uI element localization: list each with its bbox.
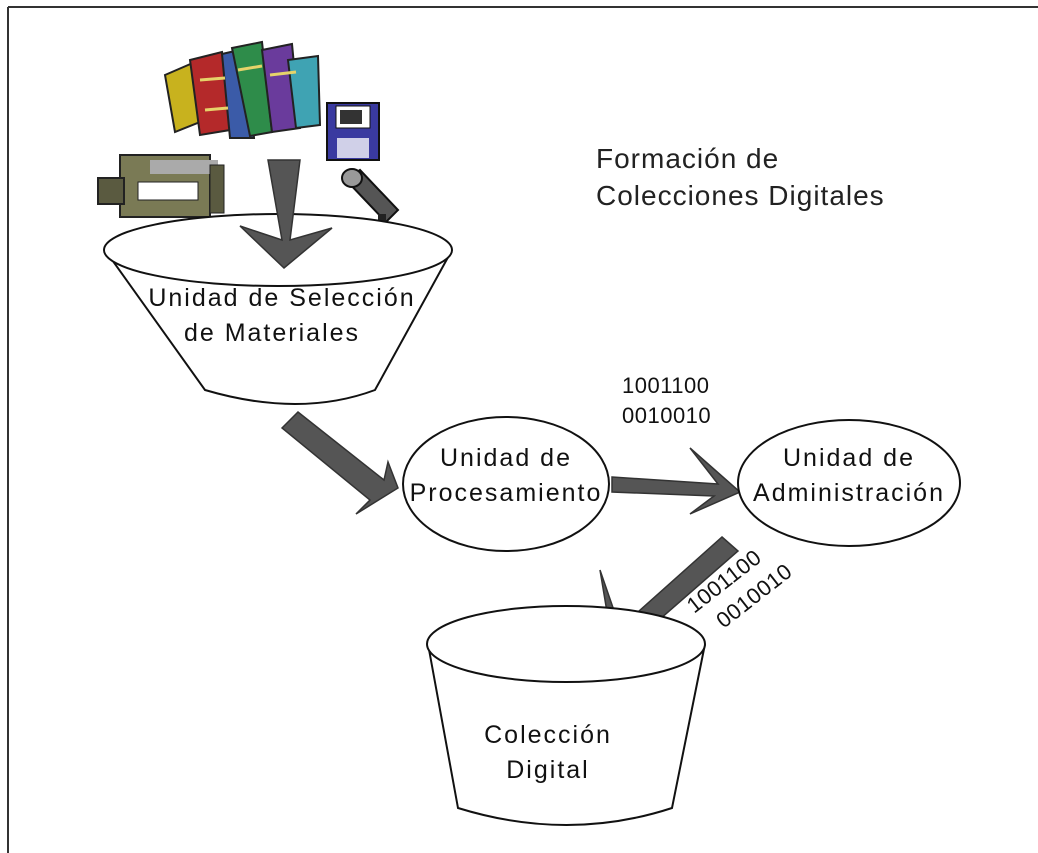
input-arrow [239,159,333,270]
selection-label-line1: Unidad de Selección [148,284,415,312]
collection-label-line1: Colección [484,721,612,749]
administration-node [737,419,961,547]
administration-label-line2: Administración [753,479,945,507]
administration-label-line1: Unidad de [783,444,915,472]
diagram-title-line2: Colecciones Digitales [596,180,885,211]
processing-label-line1: Unidad de [440,444,572,472]
arrow-processing-to-administration [611,447,742,515]
collection-bucket [426,605,706,826]
selection-funnel [103,213,453,405]
frame [7,6,1038,853]
arrow-selection-to-processing [280,410,399,515]
collection-label-line2: Digital [506,756,589,784]
binary-upper-line2: 0010010 [622,403,711,428]
selection-label-line2: de Materiales [184,319,360,347]
processing-label-line2: Procesamiento [410,479,603,507]
binary-upper-line1: 1001100 [622,373,710,398]
diagram-title-line1: Formación de [596,143,779,174]
floppy-disk-icon [326,102,380,161]
video-camera-icon [97,154,225,218]
books-icon [163,40,322,139]
processing-node [402,416,610,552]
